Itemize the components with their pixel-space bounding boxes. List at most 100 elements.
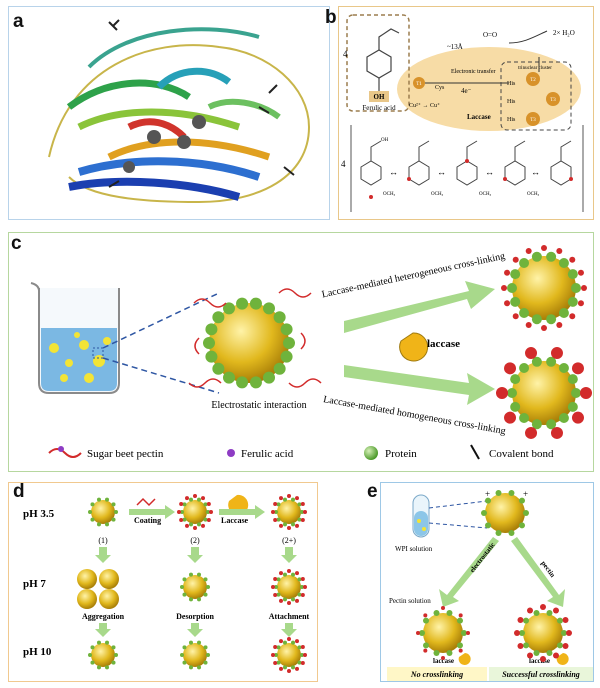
protein-ribbon-structure xyxy=(48,19,311,204)
his-label-2: His xyxy=(507,99,516,105)
copper-t3b xyxy=(526,112,540,126)
distance-label: ~13Å xyxy=(447,43,463,51)
protein-bead xyxy=(282,665,287,670)
protein-bead xyxy=(546,419,557,430)
droplet xyxy=(277,575,301,599)
protein-bead xyxy=(90,517,95,522)
protein-bead xyxy=(90,645,95,650)
protein-bead xyxy=(507,283,517,293)
pectin-strand xyxy=(541,325,547,331)
copper-t3a xyxy=(546,92,560,106)
pectin-coating xyxy=(295,666,299,671)
legend-pectin: Sugar beet pectin xyxy=(87,448,164,460)
pectin-coating xyxy=(273,502,278,506)
aggregate-droplet xyxy=(77,589,97,609)
protein-bead xyxy=(273,311,286,324)
pectin-coating xyxy=(300,593,305,597)
panel-b-label: b xyxy=(325,7,337,28)
protein-bead xyxy=(510,401,521,412)
protein-bead xyxy=(236,376,249,389)
protein-bead xyxy=(276,592,281,597)
protein-bead xyxy=(236,297,249,310)
pectin-coating xyxy=(206,518,211,522)
crosslinking-schematic: Electrostatic interaction Laccase-mediat… xyxy=(30,245,592,460)
pectin-legend-icon xyxy=(48,448,82,458)
legend-covalent: Covalent bond xyxy=(489,448,554,460)
protein-bead xyxy=(188,640,193,645)
protein-bead xyxy=(558,413,569,424)
och3-label-4: OCH₃ xyxy=(527,192,540,197)
protein-bead xyxy=(203,592,208,597)
protein-bead xyxy=(533,610,540,617)
pectin-strand xyxy=(569,256,576,263)
no-cross-box xyxy=(387,667,487,681)
pectin-coating xyxy=(273,661,278,665)
och3-label-3: OCH₃ xyxy=(479,192,492,197)
protein-bead xyxy=(276,660,281,665)
pectin-strand xyxy=(423,648,428,653)
panel-c-label: c xyxy=(11,233,22,254)
test-tube-icon xyxy=(412,494,430,538)
pectin-strand xyxy=(441,656,445,660)
protein-bead xyxy=(197,572,202,577)
pectin-coating xyxy=(193,494,197,498)
his-label-3: His xyxy=(507,117,516,123)
pectin-strand xyxy=(540,656,546,662)
pectin-strand xyxy=(423,613,428,618)
protein-bead xyxy=(249,376,262,389)
hetero-arrow xyxy=(344,281,495,333)
protein-bead xyxy=(510,296,521,307)
protein-bead xyxy=(419,630,425,636)
protein-bead xyxy=(206,653,210,657)
protein-bead xyxy=(111,645,116,650)
pectin-coating xyxy=(303,510,307,514)
protein-bead xyxy=(282,640,287,645)
protein-bead xyxy=(495,529,502,536)
coating-label: Coating xyxy=(134,516,161,525)
ph-stability-diagram: pH 3.5 pH 7 pH 10 Coating Laccase (1) (2… xyxy=(23,494,310,673)
protein-bead xyxy=(446,649,453,656)
protein-legend-icon xyxy=(364,446,378,460)
coefficient-label-2: 4 xyxy=(341,159,346,169)
protein-bead xyxy=(519,630,525,636)
protein-bead xyxy=(546,356,557,367)
protein-bead xyxy=(111,660,116,665)
success-label: Successful crosslinking xyxy=(502,670,580,679)
pectin-coating xyxy=(279,598,283,603)
e-right-droplet xyxy=(523,613,563,653)
plus-sign-2: + xyxy=(523,489,528,499)
laccase-icon xyxy=(399,332,429,362)
pectin-cluster xyxy=(504,411,517,424)
row-ph10: pH 10 xyxy=(23,646,52,658)
protein-bead xyxy=(280,323,293,336)
pectin-coating xyxy=(271,653,275,657)
protein-bead xyxy=(456,617,463,624)
hetero-droplet xyxy=(512,256,576,320)
protein-bead xyxy=(508,490,515,497)
panel-b: OH Ferulic acid 4 ~13Å Electronic transf… xyxy=(325,6,594,220)
protein-bead xyxy=(519,257,530,268)
pectin-coating xyxy=(273,518,278,522)
protein-bead xyxy=(546,649,553,656)
panel-c: Electrostatic interaction Laccase-mediat… xyxy=(8,232,594,472)
protein-bead xyxy=(291,597,296,602)
protein-bead xyxy=(182,577,187,582)
droplet xyxy=(183,500,207,524)
pectin-coating xyxy=(209,510,213,514)
pectin-coating xyxy=(279,571,283,576)
protein-bead xyxy=(297,645,302,650)
electrostatic-label-e: electrostatic xyxy=(468,541,496,574)
pectin-coating xyxy=(201,496,205,501)
pectin-strand xyxy=(504,300,511,307)
protein-bead xyxy=(282,597,287,602)
protein-bead xyxy=(96,640,101,645)
electrostatic-arrow xyxy=(439,537,499,607)
protein-bead xyxy=(282,572,287,577)
pectin-strand xyxy=(540,604,546,610)
pectin-strand xyxy=(562,617,569,623)
protein-bead xyxy=(546,251,557,262)
protein-bead xyxy=(88,510,92,514)
protein-bead xyxy=(433,610,440,617)
panel-e: WPI solution Pectin solution + + electro… xyxy=(367,481,594,682)
protein-bead xyxy=(282,497,287,502)
